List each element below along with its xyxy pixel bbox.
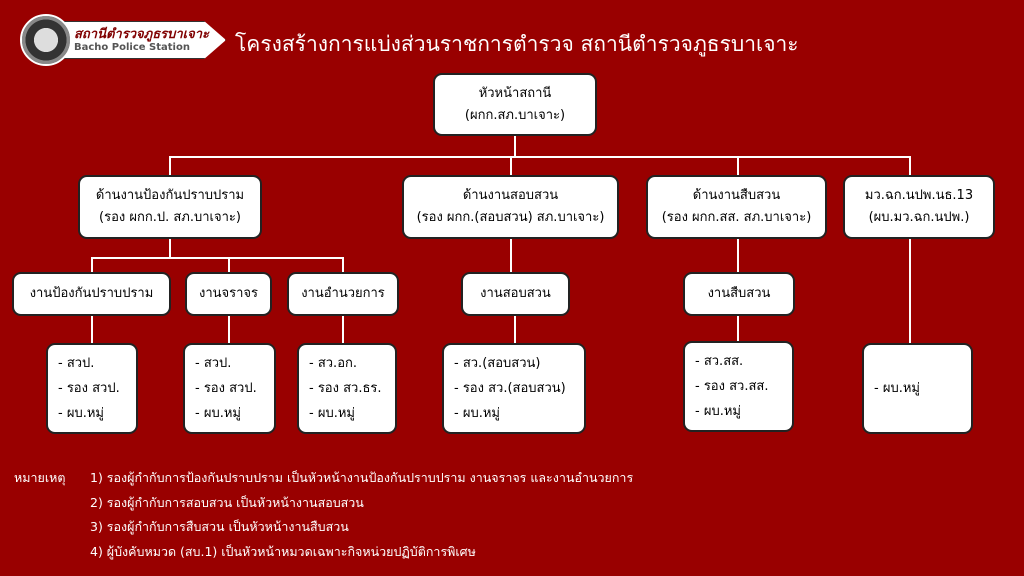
note-item: 3) รองผู้กำกับการสืบสวน เป็นหัวหน้างานสื… [90,519,349,534]
connector [514,135,516,157]
connector [514,315,516,344]
staff-item: - ผบ.หมู่ [58,406,104,421]
logo-english-text: Bacho Police Station [74,42,190,53]
connector [228,315,230,344]
unit-box: งานสืบสวน [683,272,795,316]
division-box-investigation: ด้านงานสืบสวน (รอง ผกก.สส. สภ.บาเจาะ) [646,175,827,239]
unit-box: งานป้องกันปราบปราม [12,272,171,316]
staff-box: - ผบ.หมู่ [862,343,973,434]
connector [510,156,512,176]
police-seal-icon [20,14,72,66]
division-box-inquiry: ด้านงานสอบสวน (รอง ผกก.(สอบสวน) สภ.บาเจา… [402,175,619,239]
connector [228,257,230,273]
unit-box: งานสอบสวน [461,272,570,316]
division-box-special-ops: มว.ฉก.นปพ.นธ.13 (ผบ.มว.ฉก.นปพ.) [843,175,995,239]
staff-item: - รอง สวป. [195,381,257,396]
staff-item: - รอง สว.ธร. [309,381,382,396]
connector [169,238,171,258]
staff-box: - สวป. - รอง สวป. - ผบ.หมู่ [46,343,138,434]
unit-box: งานอำนวยการ [287,272,399,316]
staff-item: - รอง สวป. [58,381,120,396]
connector [737,238,739,273]
box-subtitle: (รอง ผกก.(สอบสวน) สภ.บาเจาะ) [416,210,605,225]
box-title: ด้านงานสอบสวน [462,188,559,203]
page-title: โครงสร้างการแบ่งส่วนราชการตำรวจ สถานีตำร… [235,32,799,56]
staff-item: - สวป. [195,356,232,371]
connector [737,156,739,176]
division-box-suppression: ด้านงานป้องกันปราบปราม (รอง ผกก.ป. สภ.บา… [78,175,262,239]
box-title: หัวหน้าสถานี [478,85,552,101]
note-item: 4) ผู้บังคับหมวด (สบ.1) เป็นหัวหน้าหมวดเ… [90,543,476,559]
staff-box: - สว.สส. - รอง สว.สส. - ผบ.หมู่ [683,341,794,432]
connector [91,257,344,259]
connector [342,315,344,344]
box-title: ด้านงานสืบสวน [692,188,781,203]
staff-item: - สว.อก. [309,356,358,371]
unit-label: งานสืบสวน [707,286,771,301]
unit-label: งานจราจร [198,286,259,301]
unit-label: งานอำนวยการ [301,286,385,301]
logo-banner [44,21,226,59]
unit-label: งานป้องกันปราบปราม [29,286,154,301]
connector [737,315,739,344]
staff-box: - สว.อก. - รอง สว.ธร. - ผบ.หมู่ [297,343,397,434]
connector [510,238,512,273]
notes-label: หมายเหตุ [14,470,66,485]
unit-label: งานสอบสวน [480,286,551,301]
staff-item: - ผบ.หมู่ [309,406,355,421]
connector [909,156,911,344]
staff-item: - ผบ.หมู่ [695,404,741,419]
station-head-box: หัวหน้าสถานี (ผกก.สภ.บาเจาะ) [433,73,597,136]
box-subtitle: (รอง ผกก.ป. สภ.บาเจาะ) [99,210,241,225]
connector [91,257,93,273]
box-subtitle: (ผกก.สภ.บาเจาะ) [464,107,566,123]
staff-item: - สว.(สอบสวน) [454,356,541,371]
note-item: 2) รองผู้กำกับการสอบสวน เป็นหัวหน้างานสอ… [90,494,364,510]
staff-item: - สว.สส. [695,354,744,369]
staff-box: - สวป. - รอง สวป. - ผบ.หมู่ [183,343,276,434]
box-title: ด้านงานป้องกันปราบปราม [95,188,245,203]
staff-item: - รอง สว.สส. [695,379,769,394]
box-title: มว.ฉก.นปพ.นธ.13 [864,188,974,203]
staff-box: - สว.(สอบสวน) - รอง สว.(สอบสวน) - ผบ.หมู่ [442,343,586,434]
box-subtitle: (ผบ.มว.ฉก.นปพ.) [868,210,970,225]
staff-item: - ผบ.หมู่ [195,406,241,421]
unit-box: งานจราจร [185,272,272,316]
staff-item: - ผบ.หมู่ [454,406,500,421]
note-item: 1) รองผู้กำกับการป้องกันปราบปราม เป็นหัว… [90,470,634,485]
box-subtitle: (รอง ผกก.สส. สภ.บาเจาะ) [661,210,812,225]
connector [91,315,93,344]
connector [169,156,911,158]
staff-item: - รอง สว.(สอบสวน) [454,381,566,396]
logo-thai-text: สถานีตำรวจภูธรบาเจาะ [74,27,210,42]
staff-item: - สวป. [58,356,95,371]
connector [342,257,344,273]
connector [169,156,171,176]
station-logo: สถานีตำรวจภูธรบาเจาะ Bacho Police Statio… [20,12,226,68]
staff-item: - ผบ.หมู่ [874,381,920,396]
